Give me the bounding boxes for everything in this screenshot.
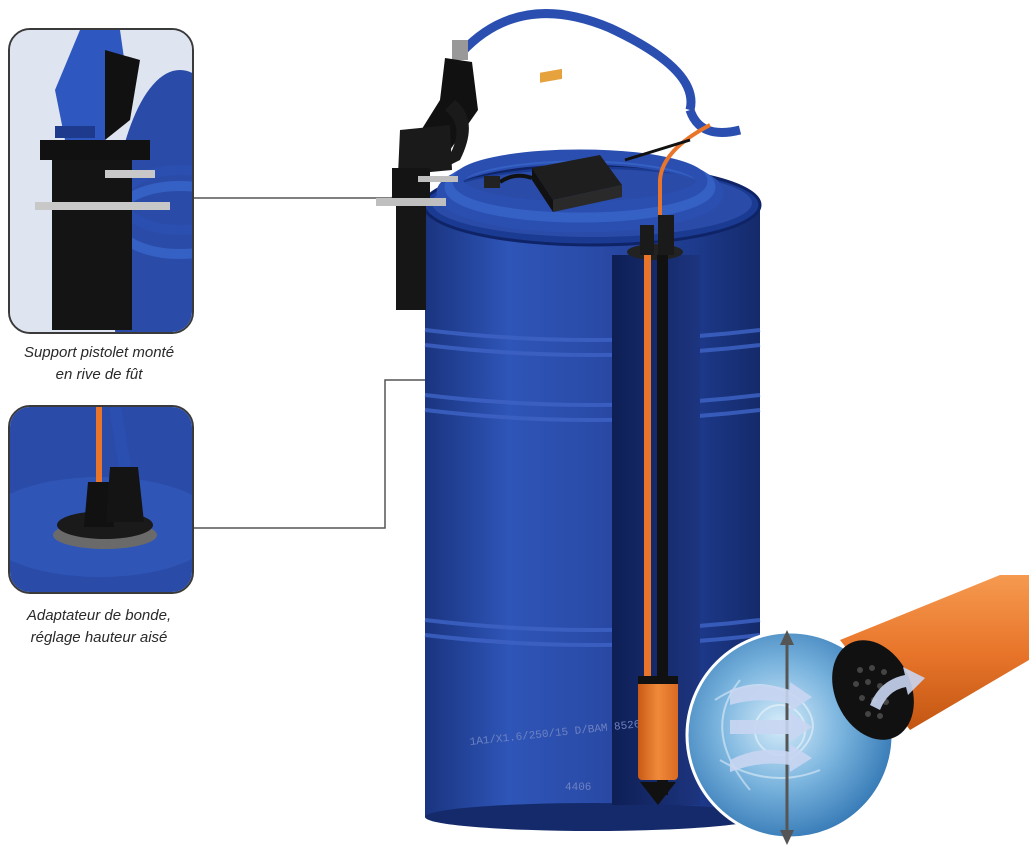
pump-controller-icon [484,68,622,212]
bung-adapter-inset [8,405,194,594]
flow-detail [685,575,1029,845]
bung-adapter [627,215,683,260]
caption-line: en rive de fût [55,366,143,383]
pump-tube [657,255,668,795]
caption-nozzle-holder: Support pistolet monté en rive de fût [0,342,204,386]
coiled-hose [436,149,724,233]
flow-arrow-icon [730,667,925,772]
caption-bung-adapter: Adaptateur de bonde, réglage hauteur ais… [0,605,204,649]
delivery-hose [458,9,696,112]
submersible-pump-icon [638,676,678,805]
caption-line: réglage hauteur aisé [30,629,168,646]
caption-line: Adaptateur de bonde, [26,607,172,624]
nozzle-holder-inset [8,28,194,334]
callout-line-nozzle [190,194,399,202]
drum-stencil-code: 4406 [565,782,591,794]
fuel-nozzle-icon [376,40,478,310]
caption-line: Support pistolet monté [23,344,175,361]
pump-cable [644,255,651,680]
